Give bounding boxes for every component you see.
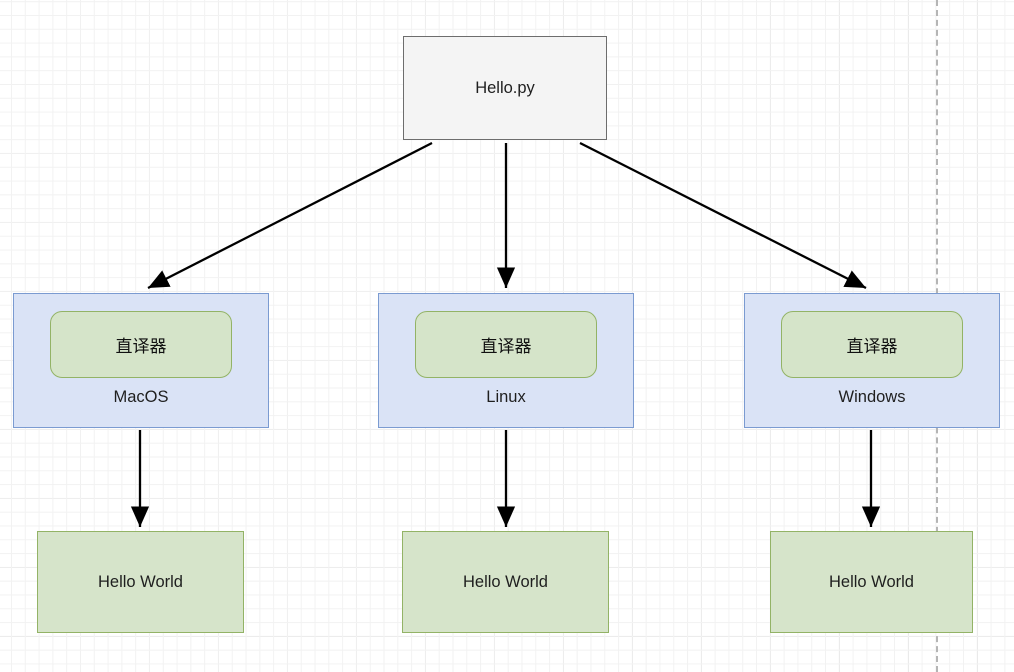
node-hello-py-label: Hello.py [475,78,535,97]
node-output-windows-label: Hello World [829,572,914,591]
node-output-macos-label: Hello World [98,572,183,591]
node-interpreter-linux[interactable]: 直译器 [415,311,597,378]
node-platform-windows[interactable]: 直译器 Windows [744,293,1000,428]
node-platform-windows-label: Windows [838,388,906,406]
node-platform-linux-label: Linux [486,388,526,406]
node-platform-macos-label: MacOS [113,388,169,406]
node-output-macos[interactable]: Hello World [37,531,244,633]
node-platform-macos[interactable]: 直译器 MacOS [13,293,269,428]
node-interpreter-linux-label: 直译器 [480,337,532,356]
node-output-windows[interactable]: Hello World [770,531,973,633]
edge-hello-to-windows [579,141,867,290]
node-platform-linux[interactable]: 直译器 Linux [378,293,634,428]
node-output-linux[interactable]: Hello World [402,531,609,633]
node-interpreter-macos[interactable]: 直译器 [50,311,232,378]
edge-hello-to-macos [147,141,433,290]
node-interpreter-macos-label: 直译器 [115,337,167,356]
node-interpreter-windows-label: 直译器 [846,337,898,356]
node-hello-py[interactable]: Hello.py [403,36,607,140]
node-output-linux-label: Hello World [463,572,548,591]
node-interpreter-windows[interactable]: 直译器 [781,311,963,378]
